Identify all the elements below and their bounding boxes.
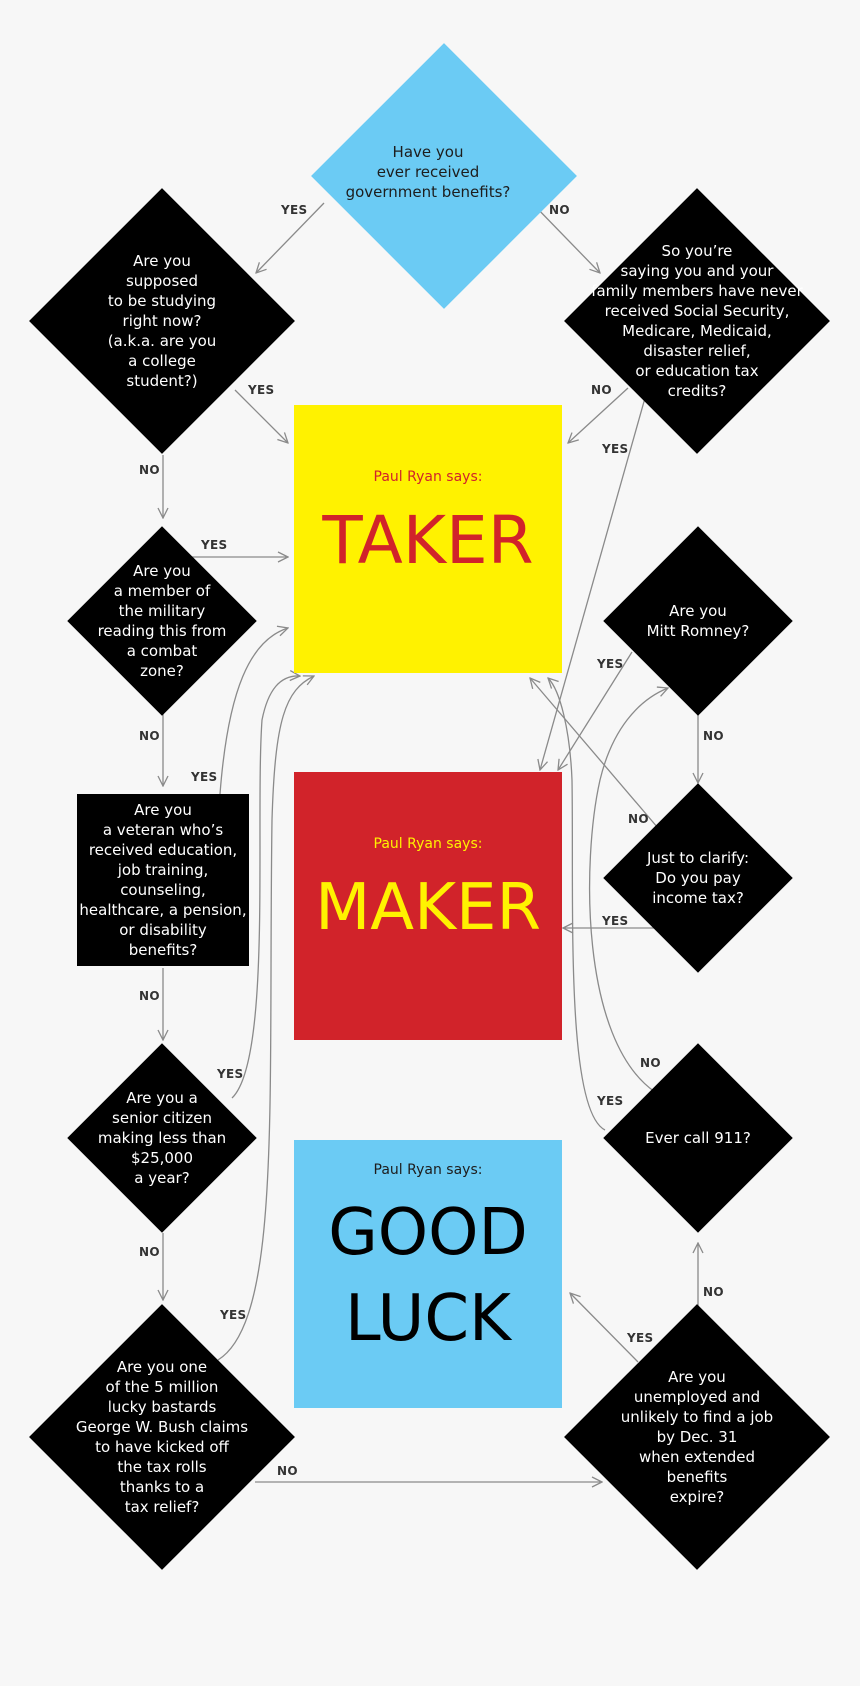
- label-911-yes: YES: [597, 1094, 624, 1108]
- question-911: Ever call 911?: [645, 1129, 751, 1147]
- label-start-yes: YES: [281, 203, 308, 217]
- label-clarify-yes: YES: [602, 914, 629, 928]
- arrow-start-yes: [256, 202, 325, 273]
- label-unemployed-yes: YES: [627, 1331, 654, 1345]
- label-never-no: NO: [591, 383, 612, 397]
- question-military: Are you a member of the military reading…: [97, 562, 227, 680]
- question-never: So you’re saying you and your family mem…: [591, 242, 803, 400]
- label-clarify-no: NO: [628, 812, 649, 826]
- taker-says: Paul Ryan says:: [373, 469, 483, 485]
- arrow-studying-yes: [234, 389, 288, 443]
- label-studying-no: NO: [139, 463, 160, 477]
- arrow-911-no: [589, 688, 668, 1093]
- arrow-never-no: [568, 387, 629, 443]
- label-romney-yes: YES: [597, 657, 624, 671]
- question-romney: Are you Mitt Romney?: [646, 602, 750, 640]
- label-unemployed-no: NO: [703, 1285, 724, 1299]
- label-senior-yes: YES: [217, 1067, 244, 1081]
- label-veteran-yes: YES: [191, 770, 218, 784]
- question-studying: Are you supposed to be studying right no…: [107, 252, 217, 390]
- arrow-unemployed-yes: [570, 1293, 639, 1363]
- result-good-luck: Paul Ryan says: GOOD LUCK: [294, 1140, 562, 1408]
- arrow-clarify-no: [530, 678, 659, 829]
- question-senior: Are you a senior citizen making less tha…: [97, 1089, 227, 1187]
- label-senior-no: NO: [139, 1245, 160, 1259]
- maker-says: Paul Ryan says:: [373, 836, 483, 852]
- arrow-veteran-yes: [219, 628, 288, 795]
- question-clarify: Just to clarify: Do you pay income tax?: [646, 849, 750, 907]
- box-veteran: [77, 794, 249, 966]
- result-maker: Paul Ryan says: MAKER: [294, 772, 562, 1040]
- label-veteran-no: NO: [139, 989, 160, 1003]
- label-military-no: NO: [139, 729, 160, 743]
- question-lucky: Are you one of the 5 million lucky basta…: [75, 1358, 249, 1516]
- label-911-no: NO: [640, 1056, 661, 1070]
- result-taker: Paul Ryan says: TAKER: [294, 405, 562, 673]
- label-romney-no: NO: [703, 729, 724, 743]
- label-never-yes: YES: [602, 442, 629, 456]
- question-start: Have you ever received government benefi…: [345, 143, 511, 201]
- label-lucky-yes: YES: [220, 1308, 247, 1322]
- arrow-911-yes: [548, 678, 606, 1131]
- good-luck-verdict: GOOD LUCK: [328, 1196, 528, 1356]
- arrow-start-no: [531, 202, 600, 273]
- taker-verdict: TAKER: [322, 502, 534, 579]
- maker-verdict: MAKER: [315, 871, 541, 945]
- label-start-no: NO: [549, 203, 570, 217]
- label-studying-yes: YES: [248, 383, 275, 397]
- good-luck-says: Paul Ryan says:: [373, 1162, 483, 1178]
- question-unemployed: Are you unemployed and unlikely to find …: [620, 1368, 774, 1506]
- arrow-lucky-yes: [217, 676, 314, 1361]
- arrow-senior-yes: [231, 676, 300, 1099]
- label-military-yes: YES: [201, 538, 228, 552]
- label-lucky-no: NO: [277, 1464, 298, 1478]
- arrow-never-yes: [540, 397, 646, 770]
- question-veteran: Are you a veteran who’s received educati…: [79, 801, 247, 959]
